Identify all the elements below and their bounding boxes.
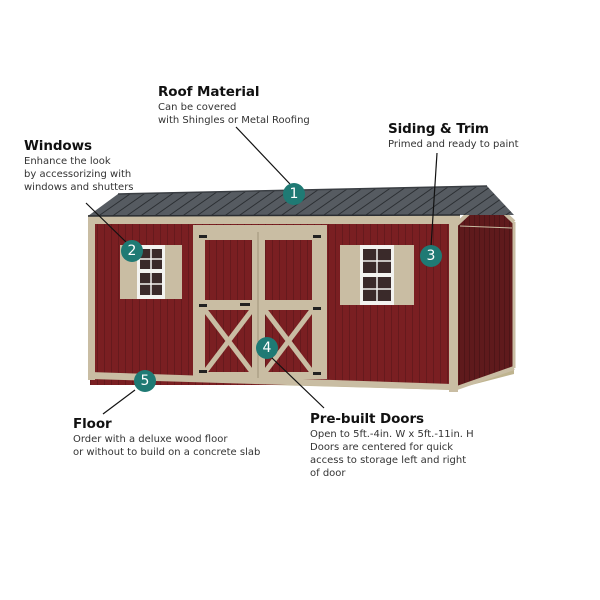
leader-lines: [85, 126, 438, 415]
marker-floor: 5: [134, 370, 156, 392]
left-window: [120, 245, 182, 299]
marker-doors: 4: [256, 337, 278, 359]
callout-title: Floor: [73, 416, 112, 432]
callout-roof-material: Roof Material Can be covered with Shingl…: [158, 84, 310, 127]
double-doors: [193, 225, 327, 379]
callout-floor: Floor Order with a deluxe wood floor or …: [73, 416, 260, 459]
callout-description: Order with a deluxe wood floor or withou…: [73, 434, 261, 458]
callout-description: Can be covered with Shingles or Metal Ro…: [158, 102, 310, 126]
callout-description: Open to 5ft.-4in. W x 5ft.-11in. H Doors…: [310, 429, 474, 479]
marker-roof: 1: [283, 183, 305, 205]
callout-windows: Windows Enhance the look by accessorizin…: [24, 138, 134, 194]
side-wall: [455, 193, 516, 390]
callout-title: Siding & Trim: [388, 121, 489, 137]
callout-description: Primed and ready to paint: [388, 139, 519, 150]
callout-pre-built-doors: Pre-built Doors Open to 5ft.-4in. W x 5f…: [310, 411, 474, 480]
marker-siding: 3: [420, 245, 442, 267]
marker-windows: 2: [121, 240, 143, 262]
callout-title: Pre-built Doors: [310, 411, 424, 427]
callout-description: Enhance the look by accessorizing with w…: [24, 156, 134, 193]
callout-title: Roof Material: [158, 84, 260, 100]
callout-siding-trim: Siding & Trim Primed and ready to paint: [388, 121, 519, 151]
right-window: [340, 245, 414, 305]
callout-title: Windows: [24, 138, 92, 154]
